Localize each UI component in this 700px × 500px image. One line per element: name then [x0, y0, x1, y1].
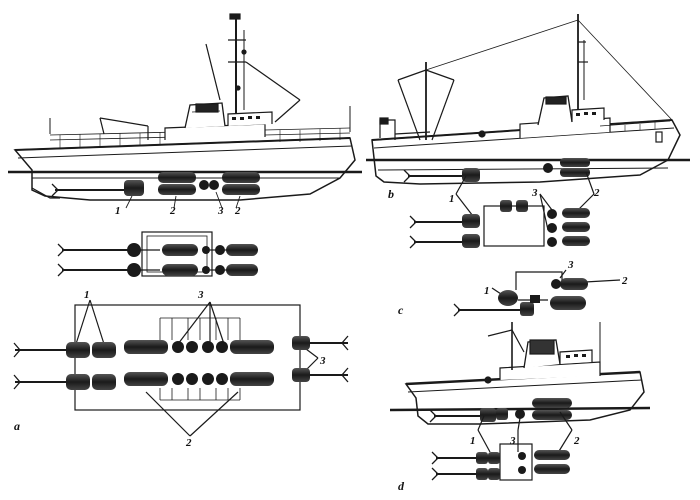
label-2: 2 [234, 205, 241, 217]
label-3: 3 [197, 289, 204, 301]
label-2: 2 [185, 437, 192, 449]
ship-d-machinery [429, 398, 572, 423]
ship-a-machinery [51, 172, 260, 197]
ship-b [366, 14, 690, 185]
label-1: 1 [449, 193, 455, 205]
label-3: 3 [567, 259, 574, 271]
label-1: 1 [484, 285, 490, 297]
label-1: 1 [84, 289, 90, 301]
panel-a-machinery [66, 336, 310, 390]
label-3: 3 [217, 205, 224, 217]
ship-b-plan [409, 171, 595, 249]
label-3: 3 [509, 435, 516, 447]
label-2: 2 [621, 275, 628, 287]
panel-label-a: a [14, 419, 20, 433]
panel-label-b: b [388, 187, 394, 201]
label-2: 2 [169, 205, 176, 217]
label-1: 1 [115, 205, 121, 217]
label-2: 2 [573, 435, 580, 447]
label-3: 3 [319, 355, 326, 367]
label-1: 1 [470, 435, 476, 447]
label-2: 2 [593, 187, 600, 199]
ship-b-machinery [403, 158, 590, 183]
panel-label-c: c [398, 303, 404, 317]
panel-label-d: d [398, 479, 405, 493]
ship-d [389, 322, 651, 425]
panel-c [453, 269, 621, 317]
label-3: 3 [531, 187, 538, 199]
ship-a-plan [57, 231, 226, 277]
